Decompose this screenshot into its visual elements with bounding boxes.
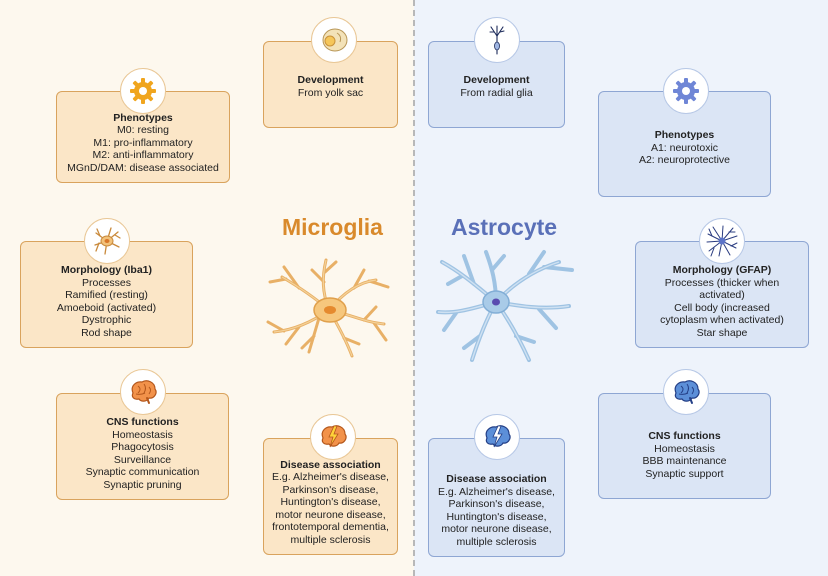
card-line: Homeostasis — [112, 428, 173, 441]
card-line: cytoplasm when activated) — [660, 314, 784, 326]
card-line: multiple sclerosis — [456, 535, 537, 548]
card-line: Homeostasis — [654, 442, 715, 455]
card-title: Development — [463, 74, 530, 86]
card-line: Dystrophic — [81, 314, 132, 326]
card-line: Synaptic communication — [85, 466, 200, 478]
card-line: BBB maintenance — [642, 455, 727, 467]
microglia-title: Microglia — [282, 214, 383, 240]
brain-lightning-icon — [310, 414, 356, 460]
gear-icon — [663, 68, 709, 114]
card-line: Phagocytosis — [111, 441, 174, 453]
card-line: Cell body (increased — [674, 301, 770, 314]
microglia-development-card: Development From yolk sac — [263, 41, 398, 128]
card-line: Ramified (resting) — [65, 289, 148, 301]
card-line: E.g. Alzheimer's disease, — [272, 471, 389, 483]
microglia-cell-icon — [84, 218, 130, 264]
card-line: M0: resting — [117, 124, 169, 136]
card-title: Disease association — [280, 458, 381, 471]
card-title: Disease association — [446, 473, 547, 485]
radial-glia-icon — [474, 17, 520, 63]
gear-icon — [120, 68, 166, 114]
card-line: motor neurone disease, — [275, 508, 386, 521]
card-line: Parkinson's disease, — [282, 483, 379, 496]
brain-lightning-icon — [474, 414, 520, 460]
card-line: multiple sclerosis — [290, 533, 371, 546]
card-title: CNS functions — [648, 430, 721, 442]
card-title: Morphology (GFAP) — [672, 264, 772, 276]
microglia-morphology-card: Morphology (Iba1) Processes Ramified (re… — [20, 241, 193, 348]
card-line: From yolk sac — [297, 86, 364, 99]
card-line: Synaptic support — [645, 467, 724, 480]
card-line: Processes — [81, 276, 132, 289]
card-line: E.g. Alzheimer's disease, — [438, 485, 555, 498]
card-line: A2: neuroprotective — [638, 154, 731, 166]
card-line: activated) — [699, 289, 745, 301]
card-line: M1: pro-inflammatory — [93, 136, 193, 149]
brain-icon — [663, 369, 709, 415]
astrocyte-title: Astrocyte — [451, 214, 558, 240]
card-line: Huntington's disease, — [280, 496, 381, 508]
card-line: Surveillance — [113, 453, 172, 466]
card-line: Rod shape — [81, 326, 132, 339]
card-line: M2: anti-inflammatory — [92, 149, 194, 161]
microglia-disease-card: Disease association E.g. Alzheimer's dis… — [263, 438, 398, 555]
card-line: A1: neurotoxic — [650, 141, 719, 154]
card-line: Star shape — [696, 326, 748, 339]
card-line: Synaptic pruning — [103, 478, 182, 491]
card-title: Development — [297, 74, 364, 86]
card-line: Parkinson's disease, — [448, 498, 545, 510]
card-line: motor neurone disease, — [441, 523, 552, 535]
microglia-phenotypes-card: Phenotypes M0: resting M1: pro-inflammat… — [56, 91, 230, 183]
card-title: Phenotypes — [654, 129, 715, 141]
card-line: MGnD/DAM: disease associated — [67, 161, 219, 174]
astrocyte-cell-illustration — [436, 250, 574, 362]
card-line: Huntington's disease, — [446, 510, 547, 523]
yolk-sac-icon — [311, 17, 357, 63]
card-line: frontotemporal dementia, — [272, 521, 389, 533]
center-divider — [413, 0, 415, 576]
card-title: CNS functions — [106, 416, 179, 428]
card-title: Phenotypes — [113, 111, 173, 124]
brain-icon — [120, 369, 166, 415]
card-line: Processes (thicker when — [664, 276, 780, 289]
astrocyte-cell-icon — [699, 218, 745, 264]
card-line: From radial glia — [460, 86, 533, 99]
card-title: Morphology (Iba1) — [61, 264, 152, 276]
microglia-cell-illustration — [266, 258, 390, 358]
card-line: Amoeboid (activated) — [56, 301, 157, 314]
